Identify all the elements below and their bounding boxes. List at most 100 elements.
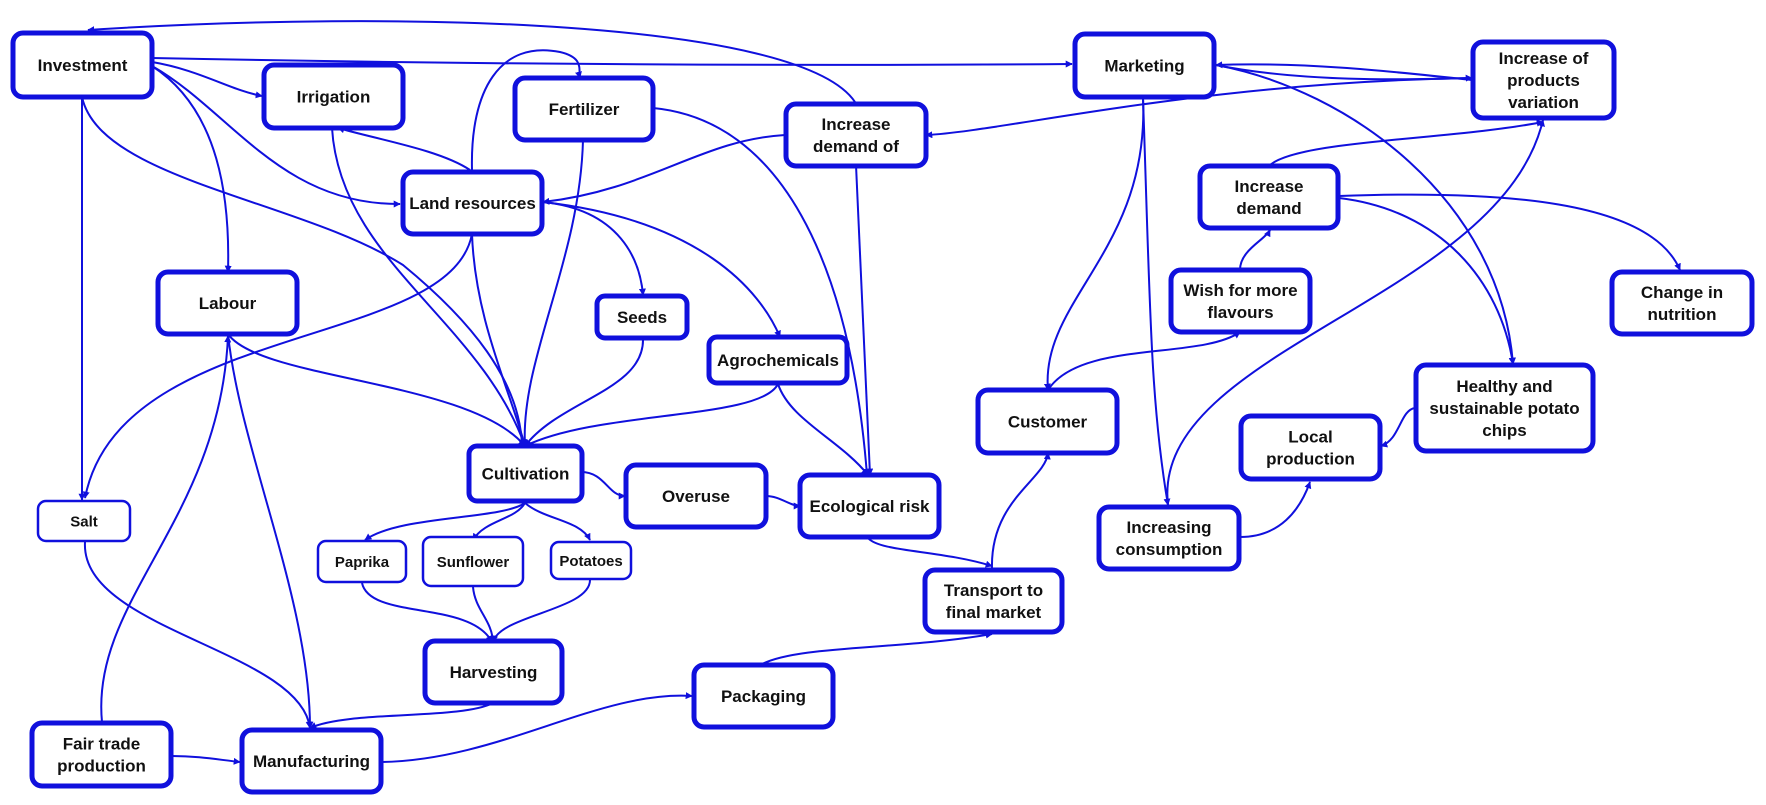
- manufacturing-box: [239, 727, 384, 795]
- marketing-label-line: Marketing: [1104, 56, 1184, 75]
- node-overuse[interactable]: Overuse: [623, 462, 769, 530]
- node-seeds[interactable]: Seeds: [594, 293, 690, 341]
- node-labour[interactable]: Labour: [155, 269, 300, 337]
- irrigation-label-line: Irrigation: [297, 87, 371, 106]
- edge-marketing-to-increase-variation: [1215, 64, 1473, 82]
- local-production-box: [1238, 413, 1383, 482]
- increase-variation-box: [1470, 39, 1617, 121]
- fertilizer-box: [512, 75, 656, 143]
- node-wish-for-more-flavours[interactable]: Wish for more flavours: [1168, 267, 1313, 335]
- manufacturing-label-line: Manufacturing: [253, 752, 370, 771]
- harvesting-label-line: Harvesting: [450, 663, 538, 682]
- node-transport-to-final-market[interactable]: Transport to final market: [922, 567, 1065, 635]
- node-agrochemicals[interactable]: Agrochemicals: [706, 334, 850, 386]
- edge-increase-demand-to-healthy-chips: [1338, 197, 1516, 365]
- cultivation-box: [466, 443, 585, 504]
- agrochemicals-label-line: Agrochemicals: [717, 351, 839, 370]
- paprika-label-line: Paprika: [335, 554, 390, 571]
- investment-label-line: Investment: [38, 56, 128, 75]
- wish-flavours-label-line: Wish for more: [1183, 281, 1297, 300]
- node-land-resources[interactable]: Land resources: [400, 169, 545, 237]
- edge-overuse-to-ecological-risk: [765, 495, 801, 510]
- node-manufacturing[interactable]: Manufacturing: [239, 727, 384, 795]
- node-salt[interactable]: Salt: [36, 499, 132, 543]
- irrigation-box: [261, 62, 406, 131]
- fair-trade-box: [29, 720, 174, 789]
- marketing-box: [1072, 31, 1217, 100]
- edge-cultivation-to-sunflower: [472, 502, 526, 541]
- labour-label-line: Labour: [199, 294, 257, 313]
- node-healthy-and-sustainable-potato-chips[interactable]: Healthy and sustainable potato chips: [1413, 362, 1596, 454]
- node-potatoes[interactable]: Potatoes: [549, 540, 633, 581]
- node-ecological-risk[interactable]: Ecological risk: [797, 472, 942, 540]
- node-customer[interactable]: Customer: [975, 387, 1120, 456]
- edge-fertilizer-to-ecological-risk: [652, 107, 870, 476]
- edge-cultivation-to-paprika: [364, 502, 526, 541]
- overuse-box: [623, 462, 769, 530]
- nodes: Investment Irrigation Fertilizer Increas…: [10, 30, 1755, 795]
- edge-irrigation-to-cultivation: [331, 127, 527, 447]
- node-cultivation[interactable]: Cultivation: [466, 443, 585, 504]
- node-harvesting[interactable]: Harvesting: [422, 638, 565, 706]
- fertilizer-label-line: Fertilizer: [549, 100, 620, 119]
- node-marketing[interactable]: Marketing: [1072, 31, 1217, 100]
- node-paprika[interactable]: Paprika: [316, 539, 408, 584]
- land-resources-label-line: Land resources: [409, 194, 536, 213]
- transport-label-line: final market: [946, 603, 1042, 622]
- healthy-chips-label-line: chips: [1482, 421, 1526, 440]
- increase-variation-label-line: variation: [1508, 93, 1579, 112]
- edge-marketing-to-customer: [1043, 97, 1145, 391]
- edge-fair-trade-to-manufacturing: [171, 755, 241, 765]
- node-investment[interactable]: Investment: [10, 30, 155, 100]
- node-fertilizer[interactable]: Fertilizer: [512, 75, 656, 143]
- node-sunflower[interactable]: Sunflower: [421, 535, 525, 588]
- edge-labour-to-cultivation: [227, 333, 526, 447]
- node-packaging[interactable]: Packaging: [691, 662, 836, 730]
- edge-fertilizer-to-cultivation: [521, 139, 584, 447]
- healthy-chips-label-line: sustainable potato: [1429, 399, 1579, 418]
- change-nutrition-label-line: Change in: [1641, 283, 1723, 302]
- fair-trade-label-line: production: [57, 757, 146, 776]
- transport-box: [922, 567, 1065, 635]
- edge-packaging-to-transport: [761, 631, 993, 665]
- edge-land-resources-to-salt: [82, 233, 473, 499]
- change-nutrition-label-line: nutrition: [1648, 305, 1717, 324]
- wish-flavours-box: [1168, 267, 1313, 335]
- potatoes-box: [549, 540, 633, 581]
- edges: [78, 20, 1681, 765]
- transport-label-line: Transport to: [944, 581, 1043, 600]
- edge-harvesting-to-manufacturing: [309, 702, 494, 729]
- increase-demand-of-box: [783, 101, 929, 169]
- potatoes-label-line: Potatoes: [559, 553, 622, 570]
- edge-land-resources-to-irrigation: [337, 126, 471, 171]
- edge-increase-demand-of-to-ecological-risk: [855, 164, 874, 476]
- ecological-risk-box: [797, 472, 942, 540]
- salt-box: [36, 499, 132, 543]
- wish-flavours-label-line: flavours: [1207, 303, 1273, 322]
- seeds-label-line: Seeds: [617, 308, 667, 327]
- increase-demand-label-line: Increase: [1235, 177, 1304, 196]
- edge-cultivation-to-potatoes: [524, 502, 591, 541]
- seeds-box: [594, 293, 690, 341]
- ecological-risk-label-line: Ecological risk: [810, 497, 931, 516]
- edge-marketing-to-healthy-chips: [1215, 64, 1516, 365]
- increasing-consumption-label-line: Increasing: [1126, 518, 1211, 537]
- edge-labour-to-manufacturing: [227, 333, 314, 729]
- edge-investment-to-marketing: [151, 57, 1073, 68]
- packaging-box: [691, 662, 836, 730]
- node-change-in-nutrition[interactable]: Change in nutrition: [1609, 269, 1755, 337]
- paprika-box: [316, 539, 408, 584]
- edge-ecological-risk-to-transport: [867, 537, 993, 568]
- edge-increase-variation-to-marketing: [1215, 61, 1473, 81]
- edge-increase-demand-of-to-land-resources: [542, 134, 786, 205]
- edge-increase-demand-to-increase-variation: [1269, 119, 1544, 166]
- node-irrigation[interactable]: Irrigation: [261, 62, 406, 131]
- healthy-chips-label-line: Healthy and: [1456, 377, 1552, 396]
